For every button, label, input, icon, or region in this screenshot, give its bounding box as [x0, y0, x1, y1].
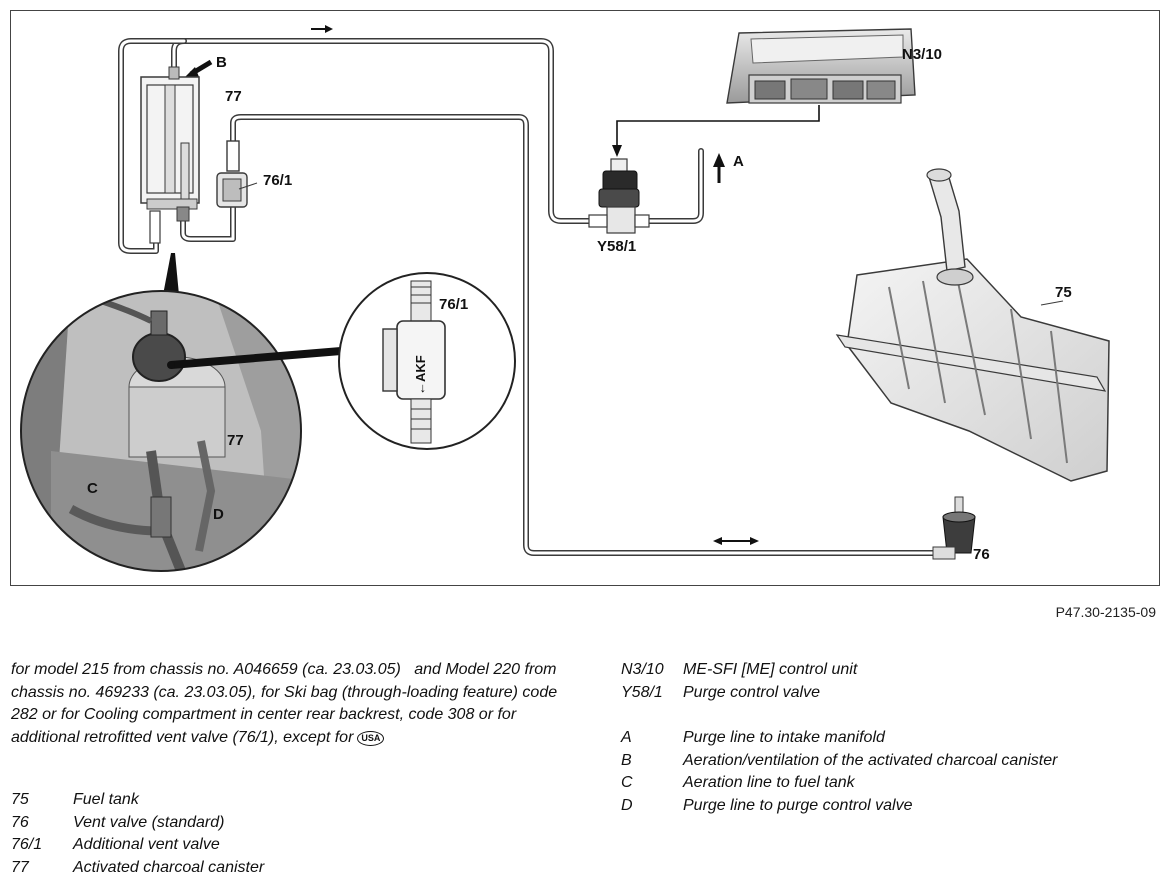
legend-control-units: N3/10 ME-SFI [ME] control unit Y58/1 Purge… — [621, 659, 857, 704]
legend-row: A Purge line to intake manifold — [621, 727, 1057, 750]
legend-row: Y58/1 Purge control valve — [621, 682, 857, 705]
label-75: 75 — [1055, 284, 1072, 301]
legend-desc: Activated charcoal canister — [73, 858, 265, 876]
legend-code: 76/1 — [11, 836, 43, 853]
legend-row: N3/10 ME-SFI [ME] control unit — [621, 659, 857, 682]
label-n3-10: N3/10 — [902, 46, 942, 63]
legend-row: 76 Vent valve (standard) — [11, 812, 264, 835]
legend-desc: Aeration line to fuel tank — [683, 774, 855, 791]
legend-code: N3/10 — [621, 661, 664, 678]
legend-desc: Additional vent valve — [73, 836, 220, 853]
label-akf: ←AKF — [413, 355, 428, 395]
label-a: A — [733, 153, 744, 170]
zoom-pointer — [163, 253, 179, 295]
legend-code: A — [621, 729, 632, 746]
label-c: C — [87, 480, 98, 497]
legend-code: 77 — [11, 858, 29, 876]
legend-code: Y58/1 — [621, 683, 663, 701]
label-b: B — [216, 54, 227, 71]
label-d: D — [213, 506, 224, 523]
signal-line — [612, 105, 820, 157]
legend-desc: Purge control valve — [683, 683, 820, 701]
control-unit-n3-10 — [726, 28, 916, 104]
pipe-network — [118, 38, 939, 556]
vent-valve-76 — [932, 496, 976, 560]
fuel-tank-75 — [835, 168, 1110, 482]
legend-code: C — [621, 774, 633, 791]
label-76-1-detail: 76/1 — [439, 296, 468, 313]
applicability-note: for model 215 from chassis no. A046659 (… — [11, 659, 571, 749]
legend-components: 75 Fuel tank 76 Vent valve (standard) 76/1… — [11, 789, 264, 879]
legend-code: B — [621, 751, 632, 769]
legend-row: 77 Activated charcoal canister — [11, 857, 264, 880]
legend-desc: ME-SFI [ME] control unit — [683, 661, 858, 678]
label-77-top: 77 — [225, 88, 242, 105]
legend-row: D Purge line to purge control valve — [621, 795, 1057, 818]
diagram-frame: N3/10 B 77 76/1 Y58/1 A 75 76 76/1 ←AKF … — [10, 10, 1160, 586]
detail-inset-76-1 — [338, 272, 516, 450]
label-y58-1: Y58/1 — [597, 238, 636, 255]
applicability-text: for model 215 from chassis no. A046659 (… — [11, 661, 558, 746]
additional-vent-valve-76-1 — [216, 140, 258, 208]
usa-badge: USA — [357, 730, 385, 746]
legend-row: B Aeration/ventilation of the activated c… — [621, 750, 1057, 773]
figure-reference-code: P47.30-2135-09 — [1055, 604, 1156, 620]
label-76-1-top: 76/1 — [263, 172, 292, 189]
detail-photo — [20, 290, 342, 572]
label-77-detail: 77 — [227, 432, 244, 449]
flow-arrows — [183, 25, 759, 545]
legend-code: 76 — [11, 813, 29, 831]
legend-desc: Purge line to purge control valve — [683, 796, 913, 814]
legend-row: 76/1 Additional vent valve — [11, 834, 264, 857]
legend-desc: Aeration/ventilation of the activated ch… — [683, 751, 1058, 769]
legend-row: 75 Fuel tank — [11, 789, 264, 812]
legend-desc: Vent valve (standard) — [73, 813, 225, 831]
activated-charcoal-canister-77 — [140, 66, 200, 244]
label-76: 76 — [973, 546, 990, 563]
fuel-evap-diagram: N3/10 B 77 76/1 Y58/1 A 75 76 76/1 ←AKF … — [20, 25, 1110, 572]
purge-control-valve-y58-1 — [588, 158, 650, 234]
legend-desc: Fuel tank — [73, 791, 139, 808]
legend-lines: A Purge line to intake manifold B Aeration… — [621, 727, 1057, 817]
legend-desc: Purge line to intake manifold — [683, 729, 885, 746]
legend-code: 75 — [11, 791, 29, 808]
legend-code: D — [621, 796, 633, 814]
legend-row: C Aeration line to fuel tank — [621, 772, 1057, 795]
